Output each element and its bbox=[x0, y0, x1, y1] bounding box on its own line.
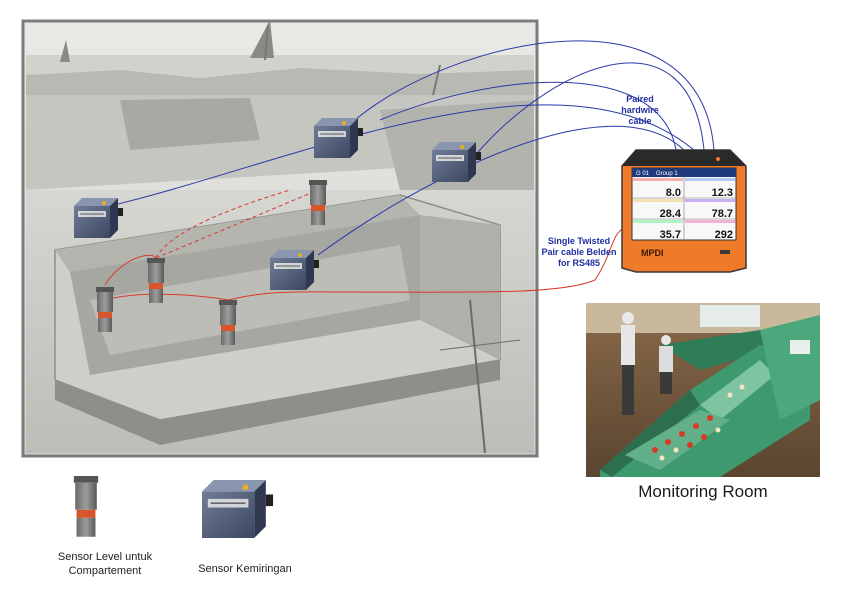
tilt-sensor-3 bbox=[73, 197, 124, 239]
mpdi-reading-6: 292 bbox=[715, 229, 733, 241]
level-sensor-2 bbox=[147, 258, 165, 303]
monitoring-room-photo bbox=[586, 303, 820, 477]
mpdi-reading-4: 78.7 bbox=[712, 208, 733, 220]
level-sensor-1 bbox=[309, 180, 327, 225]
mpdi-brand-label: MPDI bbox=[641, 248, 664, 258]
mpdi-header-left: G 01 bbox=[636, 171, 650, 177]
tilt-sensor-2 bbox=[431, 141, 482, 183]
tilt-sensor-caption: Sensor Kemiringan bbox=[198, 563, 292, 575]
operator-seated bbox=[659, 335, 673, 394]
level-sensor-4 bbox=[219, 300, 237, 345]
mpdi-reading-2: 12.3 bbox=[712, 187, 733, 199]
level-sensor-caption: Sensor Level untuk Compartement bbox=[57, 551, 153, 577]
tilt-sensor-4 bbox=[269, 249, 320, 291]
operator-standing bbox=[621, 312, 635, 415]
legend-level-sensor-icon bbox=[73, 476, 99, 537]
twisted-pair-cable-label: Single Twisted Pair cable Belden for RS4… bbox=[541, 236, 617, 268]
legend-tilt-sensor-icon bbox=[201, 479, 274, 539]
mpdi-reading-3: 28.4 bbox=[660, 208, 682, 220]
twisted-pair-cables bbox=[104, 189, 631, 301]
monitoring-room-caption: Monitoring Room bbox=[638, 482, 768, 501]
hardwire-cables bbox=[113, 40, 715, 256]
mpdi-reading-5: 35.7 bbox=[660, 229, 681, 241]
mpdi-header-group: Group 1 bbox=[656, 171, 678, 177]
hardwire-cable-label: Paired hardwire cable bbox=[621, 94, 659, 126]
tilt-sensor-1 bbox=[313, 117, 364, 159]
mpdi-display-unit: G 01 Group 1 8.0 12.3 28.4 78.7 35.7 292… bbox=[621, 149, 747, 273]
mpdi-reading-1: 8.0 bbox=[666, 187, 681, 199]
level-sensor-3 bbox=[96, 287, 114, 332]
